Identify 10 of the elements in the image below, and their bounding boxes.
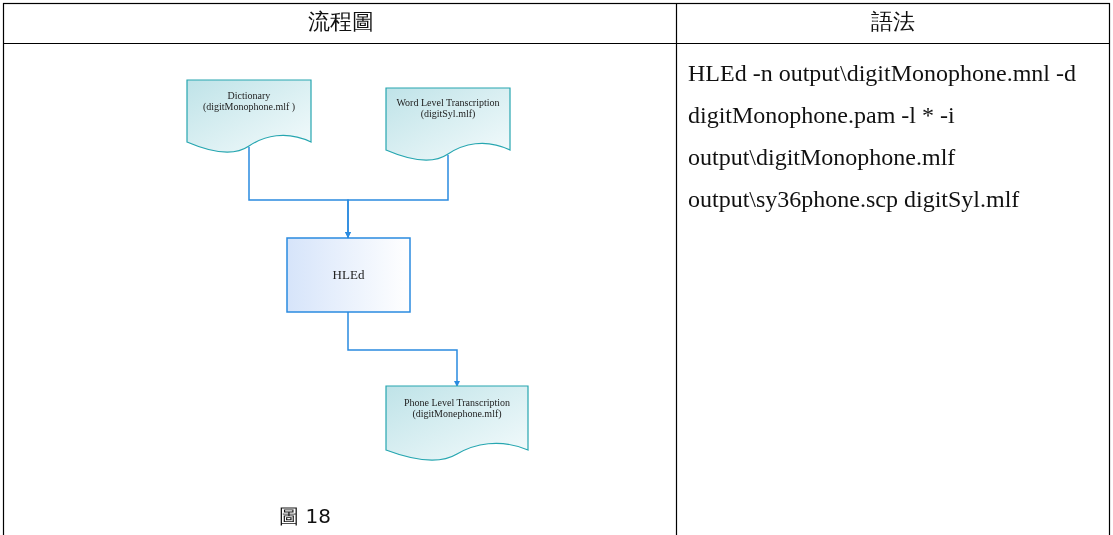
command-syntax: HLEd -n output\digitMonophone.mnl -d digitMonophone.pam -l * -i output\digitMonophone.mlf output\sy36phone.scp digitSyl.mlf xyxy=(688,59,1077,214)
arrow xyxy=(347,311,460,388)
column-header: 語法 xyxy=(871,8,915,36)
process-label: HLEd xyxy=(331,267,366,283)
document-label: Dictionary (digitMonophone.mlf ) xyxy=(201,90,297,112)
document-label: Phone Level Transcription (digitMonephone.mlf) xyxy=(402,397,512,419)
document-label: Word Level Transcription (digitSyl.mlf) xyxy=(395,97,501,119)
figure-number: 圖 18 xyxy=(279,503,331,530)
arrow xyxy=(345,154,449,239)
column-header: 流程圖 xyxy=(308,8,374,36)
